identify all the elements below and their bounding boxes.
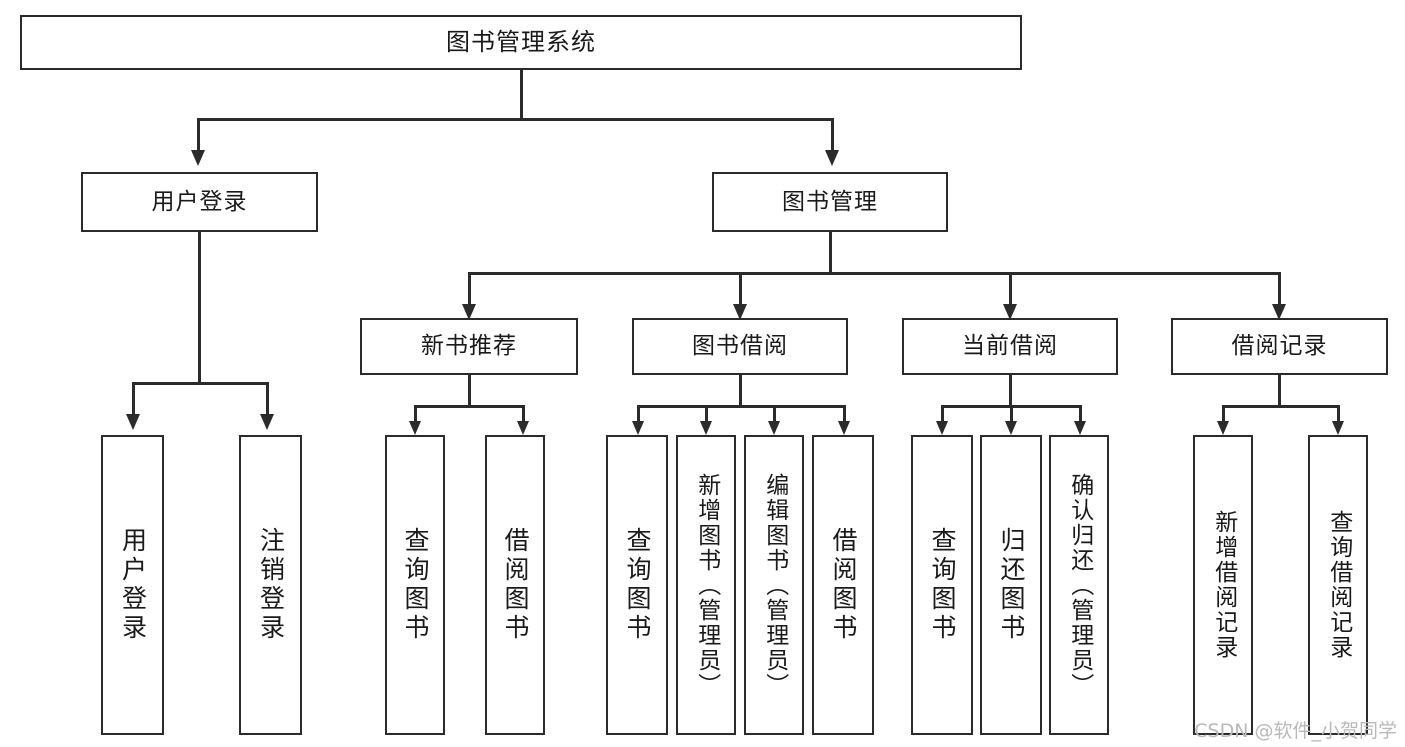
edge-bookborrow-drop-2 bbox=[705, 405, 708, 421]
node-current-borrow[interactable]: 当前借阅 bbox=[902, 318, 1118, 375]
edge-bookmgmt-bus bbox=[468, 272, 1280, 275]
arrowhead-to-user-login bbox=[191, 150, 205, 166]
node-label: 查询图书 bbox=[928, 527, 957, 643]
edge-borrowrecord-drop-1 bbox=[1222, 405, 1225, 421]
leaf-logout[interactable]: 注销登录 bbox=[239, 435, 302, 735]
leaf-return-book[interactable]: 归还图书 bbox=[980, 435, 1042, 735]
node-label: 借阅图书 bbox=[501, 527, 530, 643]
arrowhead-borrowrecord-leaf-1 bbox=[1217, 421, 1229, 435]
arrowhead-bookborrow-leaf-2 bbox=[700, 421, 712, 435]
edge-bookmgmt-trunk bbox=[829, 232, 832, 272]
node-label: 新书推荐 bbox=[421, 333, 517, 360]
arrowhead-bookborrow-leaf-3 bbox=[768, 421, 780, 435]
leaf-edit-book-admin[interactable]: 编辑图书（管理员） bbox=[744, 435, 804, 735]
node-label: 用户登录 bbox=[118, 527, 148, 643]
node-new-book-recommend[interactable]: 新书推荐 bbox=[360, 318, 578, 375]
node-label: 新增图书（管理员） bbox=[693, 472, 720, 698]
arrowhead-bookborrow-leaf-1 bbox=[632, 421, 644, 435]
edge-borrowrecord-drop-2 bbox=[1337, 405, 1340, 421]
arrowhead-currentborrow-leaf-3 bbox=[1074, 421, 1086, 435]
node-label: 图书管理系统 bbox=[446, 27, 596, 56]
node-label: 查询图书 bbox=[623, 527, 652, 643]
edge-newbook-drop-2 bbox=[522, 405, 525, 421]
leaf-query-book-recommend[interactable]: 查询图书 bbox=[385, 435, 445, 735]
arrowhead-to-book-borrow bbox=[733, 304, 747, 320]
leaf-add-book-admin[interactable]: 新增图书（管理员） bbox=[676, 435, 736, 735]
edge-bookmgmt-drop-2 bbox=[739, 272, 742, 304]
edge-userlogin-trunk bbox=[198, 232, 201, 382]
node-book-borrow[interactable]: 图书借阅 bbox=[632, 318, 848, 375]
arrowhead-to-borrow-record bbox=[1272, 304, 1286, 320]
leaf-query-book-borrow[interactable]: 查询图书 bbox=[606, 435, 668, 735]
edge-newbook-bus bbox=[414, 405, 524, 408]
arrowhead-to-book-manage bbox=[825, 150, 839, 166]
arrowhead-currentborrow-leaf-1 bbox=[936, 421, 948, 435]
node-label: 当前借阅 bbox=[962, 333, 1058, 360]
edge-bookborrow-drop-4 bbox=[843, 405, 846, 421]
edge-root-trunk bbox=[520, 70, 523, 118]
watermark-text: CSDN @软件_小贺同学 bbox=[1194, 720, 1397, 742]
edge-bookmgmt-drop-1 bbox=[468, 272, 471, 304]
leaf-confirm-return-admin[interactable]: 确认归还（管理员） bbox=[1049, 435, 1109, 735]
edge-currentborrow-drop-1 bbox=[941, 405, 944, 421]
node-borrow-record[interactable]: 借阅记录 bbox=[1171, 318, 1388, 375]
edge-bookmgmt-drop-4 bbox=[1278, 272, 1281, 304]
edge-newbook-drop-1 bbox=[414, 405, 417, 421]
node-label: 查询借阅记录 bbox=[1325, 510, 1352, 660]
edge-bookborrow-bus bbox=[637, 405, 845, 408]
node-label: 用户登录 bbox=[151, 188, 248, 215]
edge-currentborrow-drop-3 bbox=[1079, 405, 1082, 421]
arrowhead-newbook-leaf-1 bbox=[409, 421, 421, 435]
edge-bookborrow-trunk bbox=[739, 375, 742, 405]
edge-bookborrow-drop-3 bbox=[773, 405, 776, 421]
edge-userlogin-bus bbox=[132, 382, 266, 385]
edge-userlogin-drop-1 bbox=[132, 382, 135, 414]
edge-root-drop-right bbox=[831, 118, 834, 150]
edge-bookmgmt-drop-3 bbox=[1009, 272, 1012, 304]
leaf-borrow-book-recommend[interactable]: 借阅图书 bbox=[485, 435, 545, 735]
node-label: 新增借阅记录 bbox=[1210, 510, 1237, 660]
arrowhead-userlogin-leaf-2 bbox=[260, 414, 274, 430]
edge-currentborrow-trunk bbox=[1009, 375, 1012, 405]
leaf-user-login[interactable]: 用户登录 bbox=[101, 435, 164, 735]
arrowhead-newbook-leaf-2 bbox=[517, 421, 529, 435]
arrowhead-to-current-borrow bbox=[1003, 304, 1017, 320]
arrowhead-borrowrecord-leaf-2 bbox=[1332, 421, 1344, 435]
node-label: 借阅图书 bbox=[829, 527, 858, 643]
leaf-query-borrow-record[interactable]: 查询借阅记录 bbox=[1308, 435, 1368, 735]
edge-root-drop-left bbox=[197, 118, 200, 150]
edge-userlogin-drop-2 bbox=[266, 382, 269, 414]
node-label: 借阅记录 bbox=[1231, 333, 1328, 360]
edge-borrowrecord-bus bbox=[1222, 405, 1339, 408]
node-root-system[interactable]: 图书管理系统 bbox=[20, 15, 1022, 70]
edge-root-bus bbox=[197, 118, 834, 121]
node-label: 注销登录 bbox=[256, 527, 286, 643]
leaf-borrow-book[interactable]: 借阅图书 bbox=[812, 435, 874, 735]
edge-currentborrow-drop-2 bbox=[1010, 405, 1013, 421]
edge-bookborrow-drop-1 bbox=[637, 405, 640, 421]
edge-newbook-trunk bbox=[468, 375, 471, 405]
arrowhead-bookborrow-leaf-4 bbox=[838, 421, 850, 435]
node-label: 编辑图书（管理员） bbox=[761, 472, 788, 698]
leaf-add-borrow-record[interactable]: 新增借阅记录 bbox=[1193, 435, 1253, 735]
node-user-login[interactable]: 用户登录 bbox=[81, 172, 318, 232]
node-label: 图书管理 bbox=[782, 188, 878, 215]
node-label: 归还图书 bbox=[997, 527, 1026, 643]
node-label: 查询图书 bbox=[401, 527, 430, 643]
arrowhead-currentborrow-leaf-2 bbox=[1005, 421, 1017, 435]
arrowhead-userlogin-leaf-1 bbox=[126, 414, 140, 430]
edge-borrowrecord-trunk bbox=[1278, 375, 1281, 405]
arrowhead-to-new-book bbox=[462, 304, 476, 320]
node-book-management[interactable]: 图书管理 bbox=[712, 172, 948, 232]
leaf-query-book-current[interactable]: 查询图书 bbox=[911, 435, 973, 735]
node-label: 图书借阅 bbox=[692, 333, 788, 360]
node-label: 确认归还（管理员） bbox=[1066, 472, 1093, 698]
